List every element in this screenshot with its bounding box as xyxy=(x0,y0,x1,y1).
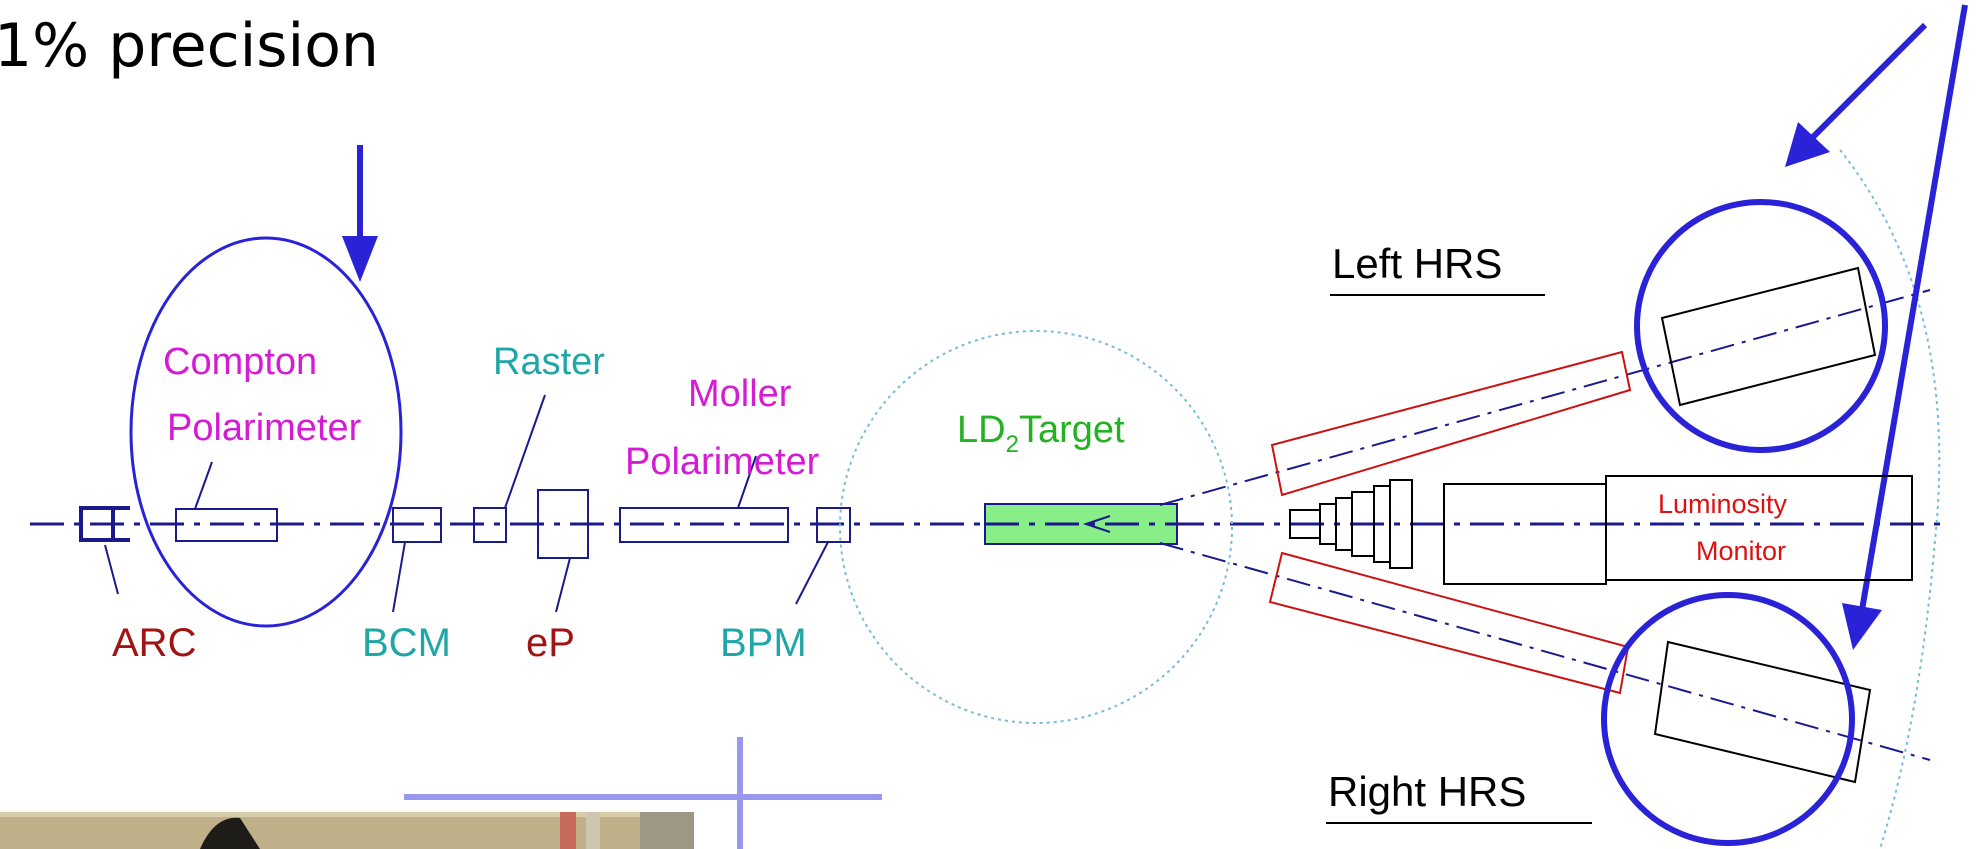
raster-label: Raster xyxy=(493,341,605,383)
target-label: LD2Target xyxy=(957,409,1125,458)
hall-boundary-arc xyxy=(1839,149,1941,849)
left-hrs-arm xyxy=(1270,350,1632,497)
arc-component xyxy=(79,506,130,595)
right-hrs-arm xyxy=(1268,551,1630,695)
right-hrs-arrow xyxy=(1842,4,1968,650)
bcm-box xyxy=(392,507,442,613)
raster-box xyxy=(473,394,546,543)
photo-fragment xyxy=(0,812,694,849)
scatter-line-lower xyxy=(1159,542,1931,761)
moller-label-line2: Polarimeter xyxy=(625,441,820,483)
left-hrs-label: Left HRS xyxy=(1332,240,1502,287)
compton-highlight-ellipse xyxy=(129,236,403,628)
left-hrs-detector xyxy=(1660,266,1877,407)
compton-label-line2: Polarimeter xyxy=(167,407,362,449)
ld2-target xyxy=(984,503,1178,545)
page-title: 1% precision xyxy=(0,11,379,81)
right-hrs-detector xyxy=(1653,640,1872,784)
right-hrs-highlight-circle xyxy=(1601,592,1855,846)
ep-box xyxy=(537,489,589,613)
left-hrs-arrow xyxy=(1785,22,1928,167)
bcm-label: BCM xyxy=(362,621,451,665)
compton-box xyxy=(175,461,278,542)
bpm-box xyxy=(795,507,851,605)
luminosity-label-line2: Monitor xyxy=(1696,536,1786,566)
moller-box xyxy=(619,455,789,543)
luminosity-monitor xyxy=(1289,475,1913,585)
arc-label: ARC xyxy=(112,621,196,665)
target-chamber-circle xyxy=(839,330,1233,724)
luminosity-label-line1: Luminosity xyxy=(1658,489,1788,519)
moller-label-line1: Moller xyxy=(688,373,792,415)
right-hrs-label: Right HRS xyxy=(1328,768,1526,815)
left-hrs-highlight-circle xyxy=(1634,199,1888,453)
compton-arrow xyxy=(342,145,378,282)
ep-label: eP xyxy=(526,621,575,665)
scatter-line-upper xyxy=(1159,289,1931,506)
bpm-label: BPM xyxy=(720,621,807,665)
compton-label-line1: Compton xyxy=(163,341,317,383)
